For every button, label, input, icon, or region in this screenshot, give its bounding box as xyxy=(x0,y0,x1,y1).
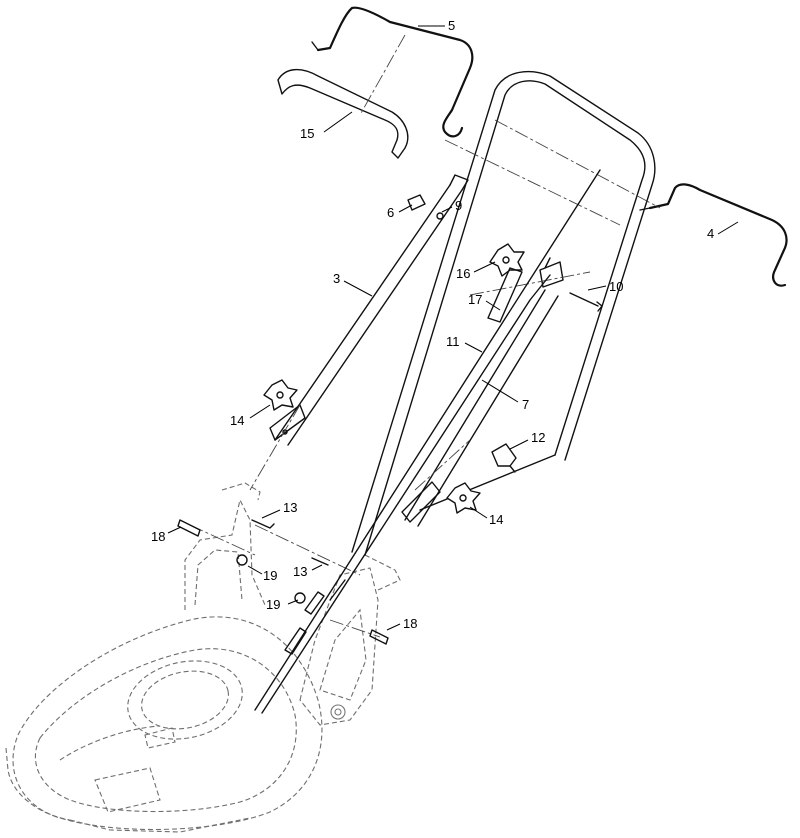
callout-9: 9 xyxy=(455,198,462,213)
callout-17: 17 xyxy=(468,292,482,307)
lower-handle-7 xyxy=(401,289,559,527)
callout-11: 11 xyxy=(446,334,460,349)
drive-bar-4 xyxy=(639,183,788,287)
callout-labels: 5 15 6 9 4 3 16 10 17 11 7 14 12 13 14 1… xyxy=(151,18,714,631)
assembly-center-lines xyxy=(189,34,661,638)
callout-19-upper: 19 xyxy=(263,568,277,583)
callout-16: 16 xyxy=(456,266,470,281)
callout-14-upper: 14 xyxy=(230,413,244,428)
bail-bar-15 xyxy=(277,69,409,159)
callout-4: 4 xyxy=(707,226,714,241)
callout-5: 5 xyxy=(448,18,455,33)
callout-15: 15 xyxy=(300,126,314,141)
callout-3: 3 xyxy=(333,271,340,286)
callout-leaders xyxy=(167,25,739,631)
bail-bar-5 xyxy=(311,6,474,138)
callout-13-upper: 13 xyxy=(283,500,297,515)
callout-18-right: 18 xyxy=(403,616,417,631)
lower-handle-3 xyxy=(269,174,469,446)
callout-7: 7 xyxy=(522,397,529,412)
control-cables-11 xyxy=(254,169,601,714)
callout-18-left: 18 xyxy=(151,529,165,544)
hardware-parts xyxy=(177,194,603,645)
callout-14-lower: 14 xyxy=(489,512,503,527)
callout-6: 6 xyxy=(387,205,394,220)
upper-handle-assembly xyxy=(351,70,656,556)
callout-19-lower: 19 xyxy=(266,597,280,612)
callout-10: 10 xyxy=(609,279,623,294)
mower-deck-ghost xyxy=(5,482,401,833)
callout-13-lower: 13 xyxy=(293,564,307,579)
callout-12: 12 xyxy=(531,430,545,445)
